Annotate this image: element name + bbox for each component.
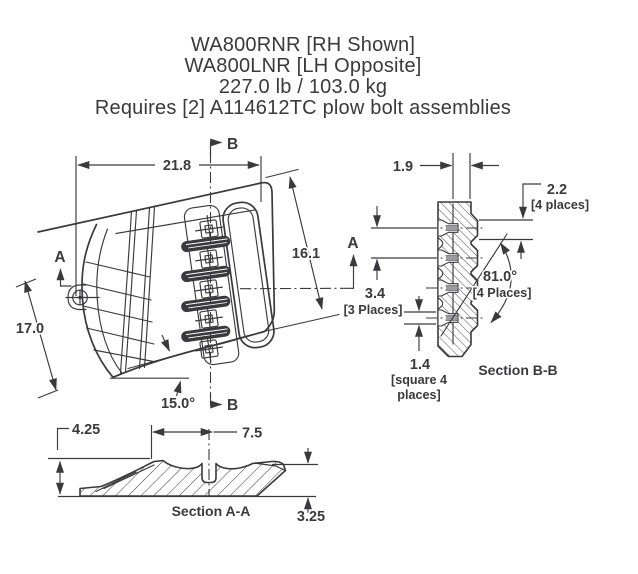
clamp-bar xyxy=(181,295,231,313)
clamp-bar xyxy=(181,325,231,343)
dim-countersink-angle: 81.0° [4 Places] xyxy=(440,233,533,337)
moldboard-contours xyxy=(82,261,157,363)
dim-countersink-angle-value: 81.0° xyxy=(483,269,517,285)
dim-center-width-value: 7.5 xyxy=(242,426,262,442)
main-view xyxy=(37,168,340,379)
section-aa-label: Section A-A xyxy=(172,503,251,519)
section-aa-view: 4.25 7.5 3.25 Section A-A xyxy=(48,420,327,527)
dim-spacing-top: 2.2 [4 places] xyxy=(479,180,591,259)
dim-center-width: 7.5 xyxy=(150,424,264,459)
dim-width-value: 21.8 xyxy=(163,158,191,174)
dim-thickness: 1.9 xyxy=(391,153,499,199)
dim-height-left-value: 17.0 xyxy=(16,321,44,337)
blade-lamination-line xyxy=(103,464,155,490)
dim-spacing-top-note: [4 places] xyxy=(531,198,589,212)
bottom-edge-extension xyxy=(265,313,340,332)
clamp-bar xyxy=(181,265,231,283)
dim-thickness-value: 1.9 xyxy=(393,159,413,175)
clamp-bars xyxy=(181,235,231,343)
section-mark-b-top: B xyxy=(227,136,238,153)
dim-height-right-value: 16.1 xyxy=(292,246,320,262)
top-inner-lip xyxy=(115,209,257,235)
edge-curl-line xyxy=(253,462,285,471)
dim-square-note-1: [square 4 xyxy=(391,373,447,387)
dim-square-note-2: places] xyxy=(397,388,440,402)
section-line-b: B B xyxy=(209,134,240,416)
mount-lug xyxy=(65,284,100,311)
section-mark-a-right: A xyxy=(347,235,358,252)
section-bb-label: Section B-B xyxy=(478,362,557,378)
dim-height-right: 16.1 xyxy=(288,176,324,310)
section-line-a: A A xyxy=(53,233,360,290)
dim-left-height: 4.25 xyxy=(48,420,150,495)
main-view-annotations: B B A A 21.8 17.0 xyxy=(14,134,360,416)
dim-left-height-value: 4.25 xyxy=(72,422,100,438)
rib-band xyxy=(119,206,156,374)
title-block: WA800RNR [RH Shown] WA800LNR [LH Opposit… xyxy=(95,34,511,119)
title-line-3: 227.0 lb / 103.0 kg xyxy=(219,76,387,98)
clamp-bar xyxy=(181,235,231,253)
section-mark-a-left: A xyxy=(54,249,65,266)
dim-height-left: 17.0 xyxy=(14,278,59,399)
dim-angle: 15.0° xyxy=(110,377,197,414)
handle-slot xyxy=(222,201,275,349)
section-mark-b-bottom: B xyxy=(227,397,238,414)
dim-hole-spacing-note: [3 Places] xyxy=(344,303,403,317)
title-line-1: WA800RNR [RH Shown] xyxy=(191,34,415,56)
dim-square-value: 1.4 xyxy=(410,357,430,373)
title-line-4: Requires [2] A114612TC plow bolt assembl… xyxy=(95,97,511,119)
dim-spacing-top-value: 2.2 xyxy=(547,182,567,198)
dim-width: 21.8 xyxy=(75,156,262,296)
dim-hole-spacing-value: 3.4 xyxy=(365,286,385,302)
bolt-squares xyxy=(195,215,223,363)
bottom-inner-lip xyxy=(127,333,253,370)
dim-square: 1.4 [square 4 places] xyxy=(389,296,449,404)
blade-outline xyxy=(37,168,340,379)
bolt-plate xyxy=(183,204,240,366)
dim-right-height-value: 3.25 xyxy=(297,509,325,525)
dim-hole-spacing: 3.4 [3 Places] xyxy=(342,206,436,319)
bolt-square xyxy=(195,245,223,273)
dim-angle-value: 15.0° xyxy=(161,396,195,412)
title-line-2: WA800LNR [LH Opposite] xyxy=(184,55,421,77)
dim-countersink-angle-note: [4 Places] xyxy=(473,286,532,300)
detail-leader-arrow xyxy=(161,334,171,352)
moldboard-inner-edge xyxy=(96,228,123,374)
blade-lamination-line xyxy=(95,471,137,493)
dim-right-height: 3.25 xyxy=(272,448,327,527)
section-aa-body xyxy=(79,459,287,497)
section-bb-view: 1.9 2.2 [4 places] 3.4 [3 Places] 81.0° … xyxy=(342,153,591,404)
corner-extension-top xyxy=(265,168,299,179)
moldboard-left-edge xyxy=(81,223,114,379)
